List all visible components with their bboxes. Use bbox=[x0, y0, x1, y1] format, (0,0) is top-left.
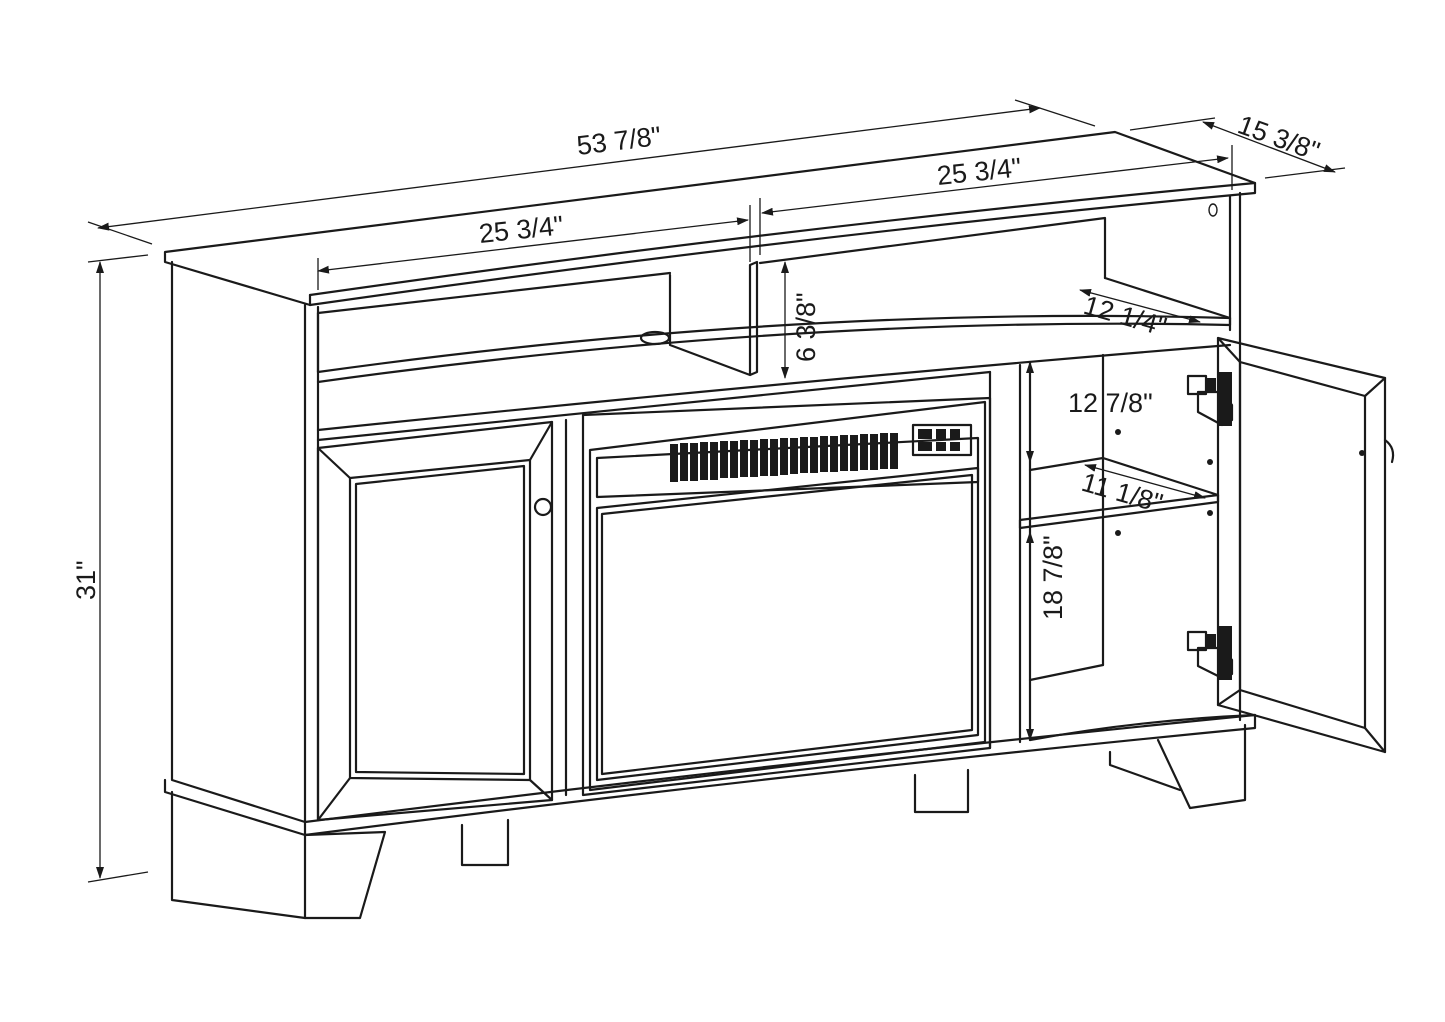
width-dimension-line bbox=[97, 105, 1041, 231]
dimension-labels: 53 7/8" 15 3/8" 25 3/4" 25 3/4" 31" 6 3/… bbox=[71, 109, 1324, 620]
top-shelf-depth-line bbox=[1079, 288, 1201, 324]
top-shelf-height-label: 6 3/8" bbox=[791, 292, 821, 362]
top-open-shelf bbox=[316, 314, 1232, 384]
left-door bbox=[316, 420, 554, 822]
depth-dimension-line bbox=[1202, 121, 1336, 173]
left-side-panel bbox=[170, 260, 307, 824]
shelf-divider bbox=[668, 260, 759, 377]
depth-label: 15 3/8" bbox=[1234, 109, 1324, 166]
tv-stand-body bbox=[163, 130, 1395, 920]
cabinet-shelf-depth-line bbox=[1084, 464, 1206, 499]
cabinet-lower-height-label: 18 7/8" bbox=[1038, 535, 1068, 620]
right-top-width-label: 25 3/4" bbox=[935, 152, 1022, 191]
heater-vent bbox=[670, 433, 898, 482]
control-panel-icon bbox=[911, 423, 973, 457]
right-door-open bbox=[1186, 336, 1395, 754]
left-top-width-line bbox=[317, 217, 749, 274]
fireplace-insert bbox=[564, 396, 992, 797]
cable-hole bbox=[639, 330, 671, 346]
height-label: 31" bbox=[71, 560, 101, 600]
cabinet-upper-height-label: 12 7/8" bbox=[1068, 388, 1153, 418]
right-top-width-line bbox=[761, 155, 1229, 216]
top-slab-front-edge bbox=[308, 181, 1257, 297]
stand-base bbox=[163, 713, 1257, 920]
dimension-lines bbox=[87, 99, 1346, 883]
hinge-icon bbox=[1186, 372, 1234, 427]
door-knob-icon bbox=[533, 497, 553, 517]
top-shelf-depth-label: 12 1/4" bbox=[1080, 290, 1170, 342]
top-slab bbox=[163, 130, 1257, 307]
hinge-icon bbox=[1186, 626, 1234, 680]
overall-width-label: 53 7/8" bbox=[575, 121, 663, 161]
